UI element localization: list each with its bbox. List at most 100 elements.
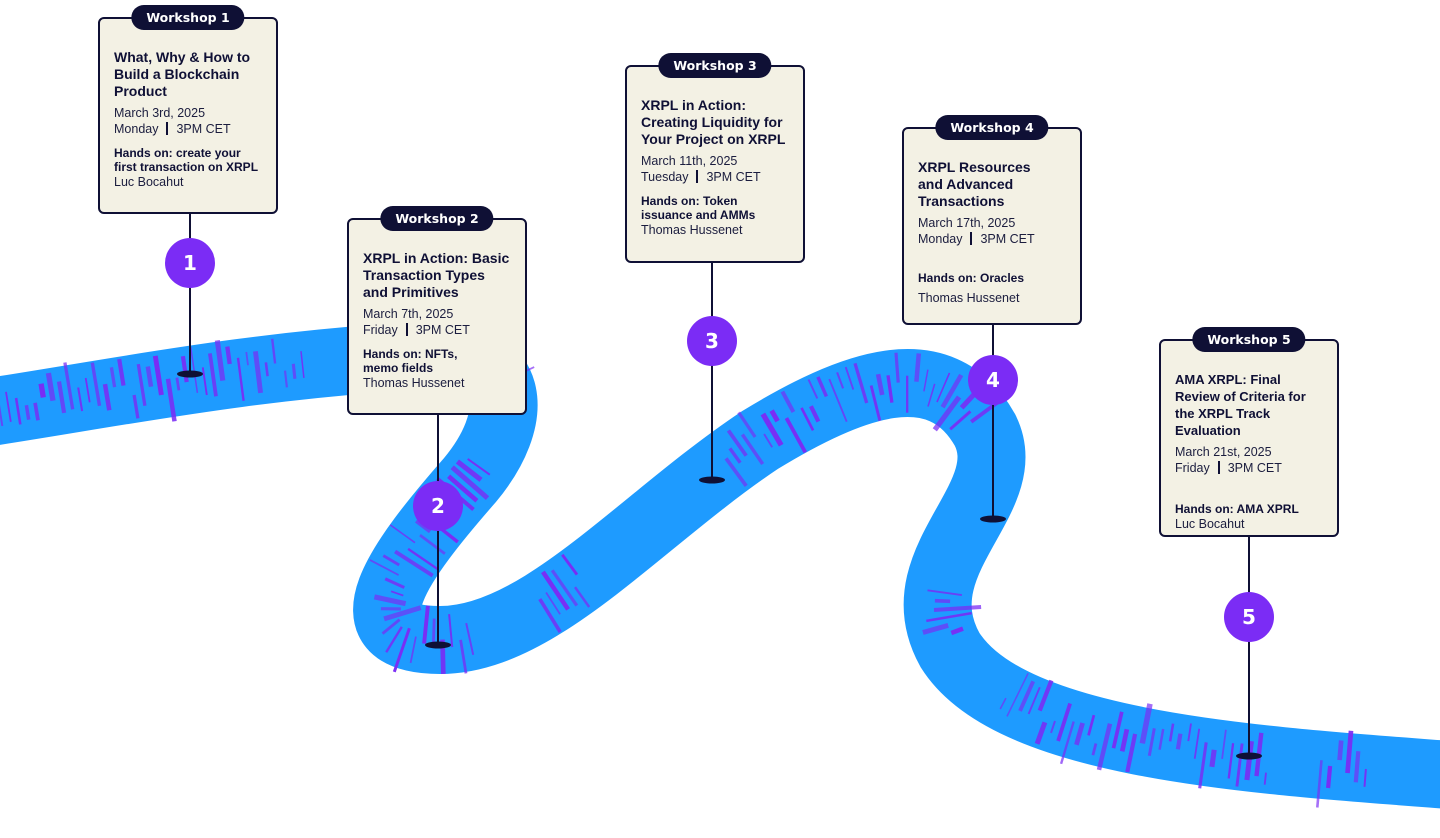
road-streak [165,378,177,422]
road-streak [724,457,748,487]
road-streak [927,383,936,407]
workshop-speaker: Thomas Hussenet [363,376,465,390]
road-streak [573,586,591,608]
workshop-speaker: Luc Bocahut [1175,517,1245,531]
workshop-badge: Workshop 2 [380,206,494,231]
road-streak [541,570,570,611]
road-streak [1096,723,1113,771]
workshop-card-5: Workshop 5 AMA XRPL: Final Review of Cri… [1159,327,1339,537]
road-streak [33,402,40,421]
road-streak [383,605,422,622]
workshop-title: XRPL Resources and Advanced Transactions [918,159,1031,209]
road-streak [175,377,181,391]
road-streak [392,627,411,673]
road-streak [1227,743,1235,779]
road-streak [853,362,869,404]
road-streak [208,353,218,397]
workshop-speaker: Thomas Hussenet [918,291,1020,305]
road-streak [1316,760,1323,808]
workshop-day: Friday [363,323,398,337]
road-streak [389,524,416,544]
workshop-title: AMA XRPL: Final Review of Criteria for t… [1175,372,1306,438]
workshop-title: What, Why & How to Build a Blockchain Pr… [114,49,251,99]
road-streak [1018,680,1035,712]
workshop-time: 3PM CET [706,170,761,184]
road-streak [809,405,821,423]
connector-pin-4 [980,515,1006,523]
road-streak [382,554,400,567]
road-streak [1087,714,1096,736]
road-streak [271,338,277,364]
road-streak [869,385,882,421]
road-streak [914,353,922,382]
road-streak [922,623,949,635]
workshop-day: Monday [918,232,963,246]
road-streak [1027,686,1041,715]
road-streak [894,352,900,383]
road-streak [545,592,561,615]
road-streak [56,381,67,414]
separator [166,122,169,135]
road-streak [1337,740,1344,761]
road-texture [0,338,1367,808]
workshop-number-4: 4 [968,355,1018,405]
road-streak [407,547,439,570]
road-streak [933,605,982,612]
road-streak [726,429,748,457]
road-streak [740,433,765,465]
road-streak [369,559,400,576]
road-streak [836,372,845,389]
workshop-time: 3PM CET [176,122,231,136]
road-streak [763,433,774,448]
road-streak [236,357,245,401]
workshop-date: March 21st, 2025 [1175,445,1272,459]
separator [405,323,408,336]
road-streak [1175,733,1183,750]
road-streak [1091,743,1098,756]
road-streak [807,379,819,399]
road-streak [467,458,491,476]
road-streak [102,383,112,411]
road-streak [38,383,46,398]
workshop-date: March 7th, 2025 [363,307,454,321]
workshop-card-2: Workshop 2 XRPL in Action: Basic Transac… [347,206,527,415]
workshop-time: 3PM CET [1227,461,1282,475]
road-streak [448,614,454,648]
workshop-time: 3PM CET [980,232,1035,246]
road-streak [373,594,407,607]
road-streak [1139,703,1153,744]
workshop-badge: Workshop 4 [935,115,1049,140]
road-streak [769,409,780,423]
workshop-speaker: Luc Bocahut [114,175,184,189]
separator [1217,461,1220,474]
road-streak [109,367,117,388]
connector-pin-2 [425,641,451,649]
road-streak [1074,722,1085,746]
road-streak [384,577,405,589]
road-streak [1193,728,1201,759]
road-streak [459,639,468,674]
road-streak [936,372,951,403]
workshop-badge: Workshop 1 [131,5,245,30]
road-streak [132,394,140,419]
road-streak [927,589,963,597]
road-streak [1059,721,1075,765]
road-streak [800,407,815,432]
road-streak [1056,702,1072,742]
workshop-card-3: Workshop 3 XRPL in Action: Creating Liqu… [625,53,805,263]
road-streak [923,369,929,392]
workshop-hands-on: Hands on: Token issuance and AMMs [641,194,756,222]
road-streak [180,355,189,383]
road-streak [45,372,56,402]
road-streak [432,618,436,644]
road-streak [1363,768,1367,787]
workshop-number-3: 3 [687,316,737,366]
road-streak [950,626,964,636]
road-streak [1198,742,1208,789]
road-streak [394,549,434,578]
workshop-day: Tuesday [641,170,689,184]
road-streak [145,366,154,388]
workshop-schedule: Monday 3PM CET [918,231,1068,247]
